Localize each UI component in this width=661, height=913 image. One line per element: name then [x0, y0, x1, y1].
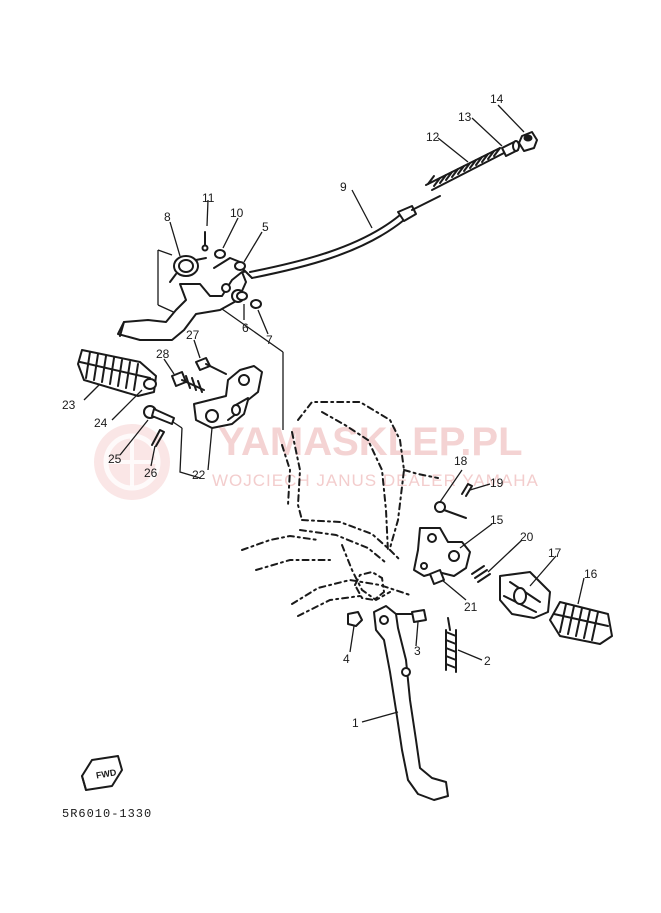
- pivot-pin: [143, 405, 175, 425]
- callout-19: 19: [490, 476, 504, 490]
- bolt-3: [411, 609, 427, 623]
- callout-12: 12: [426, 130, 440, 144]
- cable-spring: [425, 147, 505, 191]
- washer-5: [234, 261, 246, 271]
- footrest-bracket: [193, 365, 263, 429]
- callout-13: 13: [458, 110, 472, 124]
- callout-2: 2: [484, 654, 491, 668]
- washer-6: [236, 291, 248, 301]
- frame-outline: [241, 401, 439, 617]
- callout-26: 26: [144, 466, 158, 480]
- callout-27: 27: [186, 328, 200, 342]
- footrest-pin: [143, 378, 157, 390]
- passenger-footrest: [499, 571, 551, 619]
- nut-4: [347, 611, 363, 627]
- callout-20: 20: [520, 530, 534, 544]
- callout-24: 24: [94, 416, 108, 430]
- callout-4: 4: [343, 652, 350, 666]
- drawing-code: 5R6010-1330: [62, 807, 152, 821]
- watermark-subtitle: WOJCIECH JANUS DEALER YAMAHA: [212, 471, 539, 490]
- callout-25: 25: [108, 452, 122, 466]
- callout-23: 23: [62, 398, 76, 412]
- passenger-footrest-rubber: [549, 601, 613, 645]
- watermark-title: YAMASKLEP.PL: [218, 420, 523, 464]
- callout-16: 16: [584, 567, 598, 581]
- cotter-pin: [201, 231, 209, 252]
- rider-footrest-rubber: [77, 349, 157, 397]
- sidestand: [373, 605, 449, 801]
- spring-20: [471, 565, 491, 583]
- watermark-logo-icon: [94, 424, 170, 500]
- callout-22: 22: [192, 468, 206, 482]
- leader-lines: [83, 104, 585, 723]
- forward-direction-marker: FWD: [81, 755, 123, 791]
- adjusting-nut: [518, 131, 538, 152]
- clip-19: [461, 483, 473, 497]
- bolt-27: [195, 357, 227, 375]
- washer-10: [214, 249, 226, 259]
- sidestand-spring: [445, 617, 457, 673]
- bolt-28: [171, 371, 205, 393]
- callout-5: 5: [262, 220, 269, 234]
- callout-18: 18: [454, 454, 468, 468]
- passenger-footrest-bracket: [413, 527, 471, 577]
- callout-10: 10: [230, 206, 244, 220]
- callout-28: 28: [156, 347, 170, 361]
- callout-1: 1: [352, 716, 359, 730]
- callout-labels: 14 13 12 9 11 10 5 8 6 7 27 28 23 24 25 …: [62, 92, 598, 730]
- callout-7: 7: [266, 333, 273, 347]
- bolt-18: [434, 501, 467, 519]
- callout-11: 11: [202, 191, 215, 205]
- callout-9: 9: [340, 180, 347, 194]
- brake-cable: [243, 195, 441, 279]
- callout-8: 8: [164, 210, 171, 224]
- cable-pin: [501, 140, 520, 157]
- callout-14: 14: [490, 92, 504, 106]
- callout-6: 6: [242, 321, 249, 335]
- callout-15: 15: [490, 513, 504, 527]
- retaining-clip: [151, 429, 165, 447]
- return-spring: [169, 255, 207, 283]
- callout-21: 21: [464, 600, 478, 614]
- fwd-label: FWD: [95, 767, 117, 780]
- watermark: YAMASKLEP.PL WOJCIECH JANUS DEALER YAMAH…: [94, 420, 539, 500]
- callout-17: 17: [548, 546, 562, 560]
- callout-3: 3: [414, 644, 421, 658]
- washer-7: [250, 299, 262, 309]
- bolt-21: [429, 569, 445, 585]
